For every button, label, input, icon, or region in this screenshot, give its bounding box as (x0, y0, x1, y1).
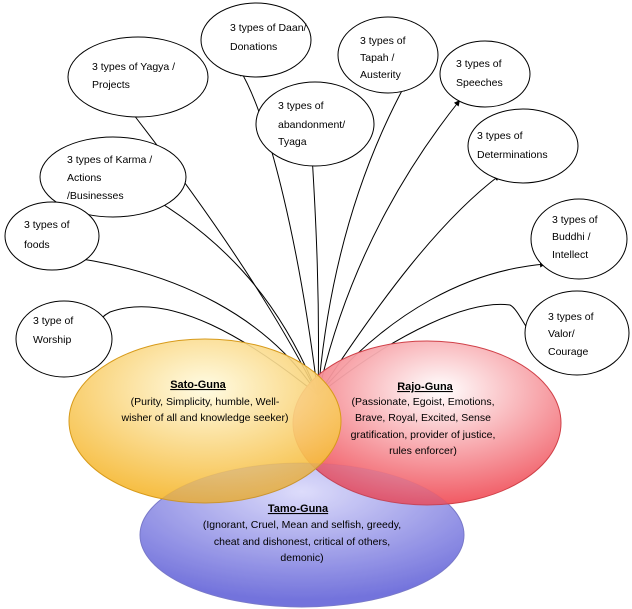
bubble-valor-line-2: Valor/ (548, 328, 575, 340)
bubble-yagya: 3 types of Yagya / Projects (67, 36, 209, 118)
rajo-guna-line-1: (Passionate, Egoist, Emotions, (352, 396, 495, 408)
bubble-valor-line-3: Courage (548, 346, 588, 358)
bubble-karma-line-2: Actions (67, 172, 101, 184)
bubble-speeches-line-1: 3 types of (456, 58, 502, 70)
bubble-worship-line-1: 3 type of (33, 315, 73, 327)
bubble-daan-line-1: 3 types of Daan/ (230, 22, 307, 34)
bubble-buddhi-line-2: Buddhi / (552, 231, 591, 243)
bubble-tyaga-line-2: abandonment/ (278, 119, 345, 131)
rajo-guna-line-3: gratification, provider of justice, (351, 429, 496, 441)
tamo-guna-line-2: cheat and dishonest, critical of others, (214, 536, 390, 548)
bubble-buddhi-line-3: Intellect (552, 249, 588, 261)
bubble-tapah-line-3: Austerity (360, 69, 402, 81)
sato-guna (68, 338, 342, 504)
bubble-buddhi: 3 types of Buddhi / Intellect (530, 198, 628, 280)
connector-daan (239, 69, 319, 396)
sato-guna-line-2: wisher of all and knowledge seeker) (121, 412, 289, 424)
bubble-tapah-line-2: Tapah / (360, 52, 395, 64)
bubble-karma: 3 types of Karma / Actions /Businesses (39, 136, 187, 218)
bubble-valor-line-1: 3 types of (548, 311, 594, 323)
bubble-tapah-line-1: 3 types of (360, 35, 406, 47)
bubble-tyaga: 3 types of abandonment/ Tyaga (255, 81, 375, 167)
rajo-guna-title: Rajo-Guna (397, 381, 453, 393)
rajo-guna-line-4: rules enforcer) (389, 445, 457, 457)
bubble-foods-line-2: foods (24, 239, 50, 251)
bubble-valor: 3 types of Valor/ Courage (524, 290, 630, 376)
rajo-guna-line-2: Brave, Royal, Excited, Sense (355, 412, 491, 424)
bubble-yagya-line-1: 3 types of Yagya / (92, 61, 175, 73)
bubble-daan-line-2: Donations (230, 41, 277, 53)
bubble-tyaga-line-1: 3 types of (278, 100, 324, 112)
bubble-foods-line-1: 3 types of (24, 219, 70, 231)
bubble-determinations-line-1: 3 types of (477, 130, 523, 142)
bubble-worship-line-2: Worship (33, 334, 71, 346)
bubble-daan: 3 types of Daan/ Donations (200, 2, 312, 78)
bubble-karma-line-1: 3 types of Karma / (67, 154, 152, 166)
bubble-tapah: 3 types of Tapah / Austerity (337, 16, 439, 94)
sato-guna-title: Sato-Guna (170, 379, 226, 391)
bubble-tyaga-line-3: Tyaga (278, 136, 307, 148)
bubble-karma-line-3: /Businesses (67, 190, 124, 202)
connector-speeches (317, 99, 461, 396)
tamo-guna-line-3: demonic) (280, 552, 323, 564)
tamo-guna-line-1: (Ignorant, Cruel, Mean and selfish, gree… (203, 519, 401, 531)
bubble-foods: 3 types of foods (4, 201, 100, 271)
connector-tyaga (309, 154, 320, 396)
connector-tapah (317, 84, 406, 396)
bubble-speeches-line-2: Speeches (456, 77, 503, 89)
bubble-buddhi-line-1: 3 types of (552, 214, 598, 226)
bubble-worship: 3 type of Worship (15, 300, 113, 378)
bubble-determinations-line-2: Determinations (477, 149, 548, 161)
tamo-guna-title: Tamo-Guna (268, 503, 329, 515)
bubble-speeches: 3 types of Speeches (439, 40, 531, 108)
bubble-yagya-line-2: Projects (92, 79, 130, 91)
bubble-determinations: 3 types of Determinations (467, 108, 579, 184)
sato-guna-line-1: (Purity, Simplicity, humble, Well- (131, 396, 280, 408)
